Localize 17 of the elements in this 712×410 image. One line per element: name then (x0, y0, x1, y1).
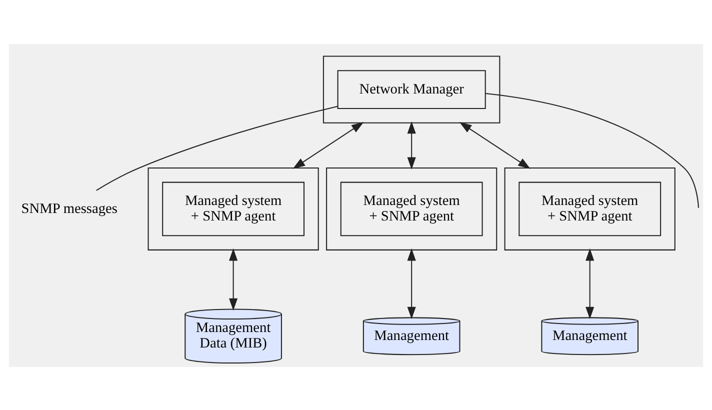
cluster (504, 166, 676, 250)
connector (486, 92, 699, 208)
connector (96, 105, 338, 190)
node-box: Managed system + SNMP agent (518, 181, 662, 236)
arrow (229, 248, 238, 310)
cluster (322, 55, 500, 123)
node-box: Managed system + SNMP agent (340, 181, 483, 236)
arrow (292, 122, 364, 168)
node-box: Network Manager (337, 70, 486, 109)
arrow (407, 120, 416, 170)
cluster (148, 166, 319, 250)
node-text: SNMP messages (21, 200, 118, 216)
arrow (586, 248, 594, 319)
arrow (459, 122, 530, 168)
cluster (326, 166, 498, 250)
arrow (407, 248, 416, 319)
node-box: Managed system + SNMP agent (162, 181, 305, 236)
